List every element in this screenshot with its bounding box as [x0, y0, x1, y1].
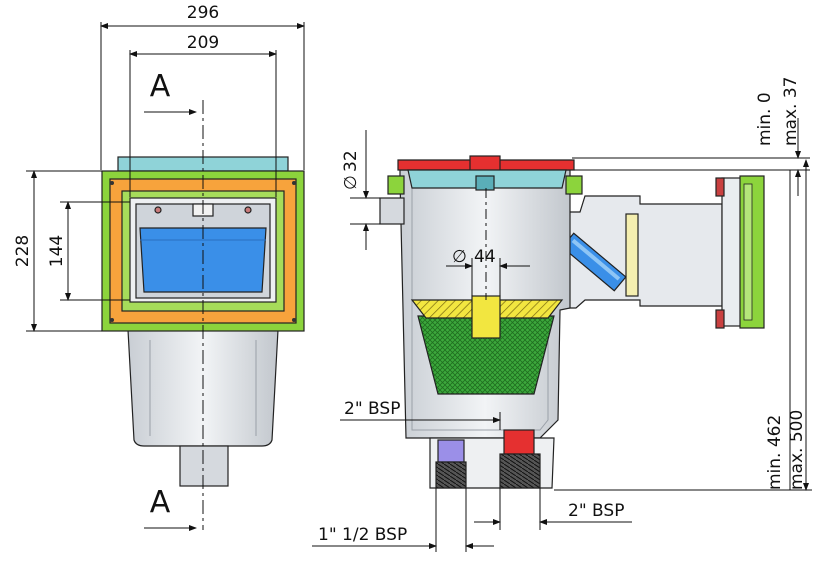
- dim-top-max: max. 37: [781, 77, 801, 146]
- dim-top-min: min. 0: [755, 92, 775, 146]
- dim-height-total: 228: [13, 235, 33, 267]
- section-side-port: [379, 197, 405, 225]
- dim-outlet-left: 2" BSP: [344, 399, 400, 419]
- front-view: [101, 100, 305, 530]
- dim-width-total: 296: [187, 3, 219, 23]
- dim-side-port: 32: [341, 150, 361, 172]
- section-marker-top: A: [150, 69, 171, 104]
- dim-outlet-right: 2" BSP: [568, 501, 624, 521]
- section-dimensions: min. 0 max. 37 min. 462 max. 500 ∅ 32 ∅ …: [312, 77, 812, 552]
- dim-height-min: min. 462: [765, 415, 785, 490]
- dim-height-inner: 144: [47, 235, 67, 267]
- section-outlet-purple: [437, 439, 465, 463]
- phi-symbol-44: ∅: [452, 247, 467, 267]
- front-dimensions: 296 209 228 144 A A: [13, 3, 305, 531]
- section-center-tube: [471, 295, 501, 339]
- section-marker-bottom: A: [150, 485, 171, 520]
- section-view: [379, 155, 765, 489]
- phi-symbol-32: ∅: [341, 175, 361, 190]
- section-flange: [721, 177, 743, 327]
- dim-width-inner: 209: [187, 33, 219, 53]
- dim-center-tube: 44: [474, 247, 496, 267]
- section-outlet-red: [503, 429, 535, 455]
- dim-outlet-bottom: 1" 1/2 BSP: [318, 525, 407, 545]
- dim-height-max: max. 500: [787, 410, 807, 490]
- front-outlet-neck: [179, 445, 229, 487]
